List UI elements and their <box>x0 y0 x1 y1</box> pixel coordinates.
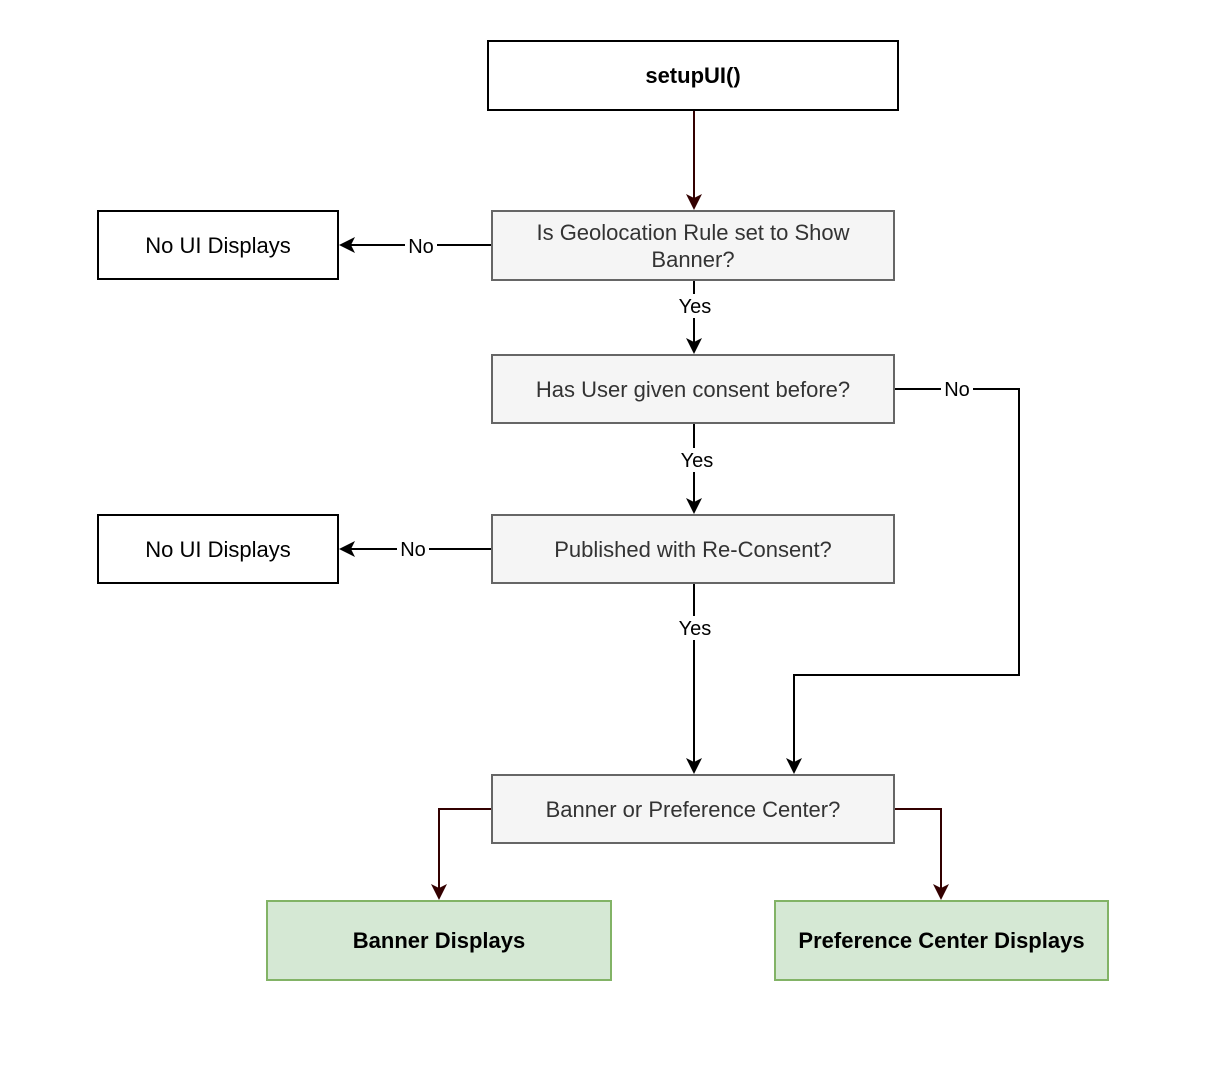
edge-label-reconsent-no: No <box>400 539 426 561</box>
edge-to-preference-center <box>895 808 942 894</box>
edge-label-reconsent-yes: Yes <box>679 618 712 640</box>
arrowhead-to-preference-center <box>933 884 949 900</box>
reconsent-decision-label: Published with Re-Consent? <box>554 536 832 562</box>
arrowhead-start-to-geolocation <box>686 194 702 210</box>
consent-decision-label: Has User given consent before? <box>535 376 851 402</box>
start-node: setupUI() <box>487 40 899 111</box>
preference-center-displays-label: Preference Center Displays <box>798 928 1085 953</box>
arrowhead-geolocation-no <box>339 237 355 253</box>
geolocation-decision: Is Geolocation Rule set to Show Banner? <box>491 210 895 281</box>
banner-displays-node: Banner Displays <box>266 900 612 981</box>
no-ui-bottom-node: No UI Displays <box>97 514 339 584</box>
reconsent-decision: Published with Re-Consent? <box>491 514 895 584</box>
preference-center-displays-node: Preference Center Displays <box>774 900 1109 981</box>
no-ui-top-label: No UI Displays <box>145 232 291 258</box>
edge-label-geolocation-no: No <box>408 236 434 258</box>
edge-consent-no <box>793 388 1020 768</box>
edge-label-geolocation-yes: Yes <box>679 296 712 318</box>
start-node-label: setupUI() <box>645 63 741 88</box>
arrowhead-consent-yes <box>686 498 702 514</box>
banner-or-pc-decision-label: Banner or Preference Center? <box>545 796 841 822</box>
arrowhead-reconsent-yes <box>686 758 702 774</box>
geolocation-decision-label: Is Geolocation Rule set to Show Banner? <box>536 219 850 272</box>
arrowhead-reconsent-no <box>339 541 355 557</box>
consent-decision: Has User given consent before? <box>491 354 895 424</box>
banner-displays-label: Banner Displays <box>352 928 526 953</box>
arrowhead-consent-no <box>786 758 802 774</box>
arrowhead-to-banner <box>431 884 447 900</box>
arrowhead-geolocation-yes <box>686 338 702 354</box>
banner-or-pc-decision: Banner or Preference Center? <box>491 774 895 844</box>
edge-label-consent-no: No <box>944 379 970 401</box>
edge-label-consent-yes: Yes <box>681 450 714 472</box>
no-ui-bottom-label: No UI Displays <box>145 536 291 562</box>
edge-to-banner <box>438 808 491 894</box>
no-ui-top-node: No UI Displays <box>97 210 339 280</box>
